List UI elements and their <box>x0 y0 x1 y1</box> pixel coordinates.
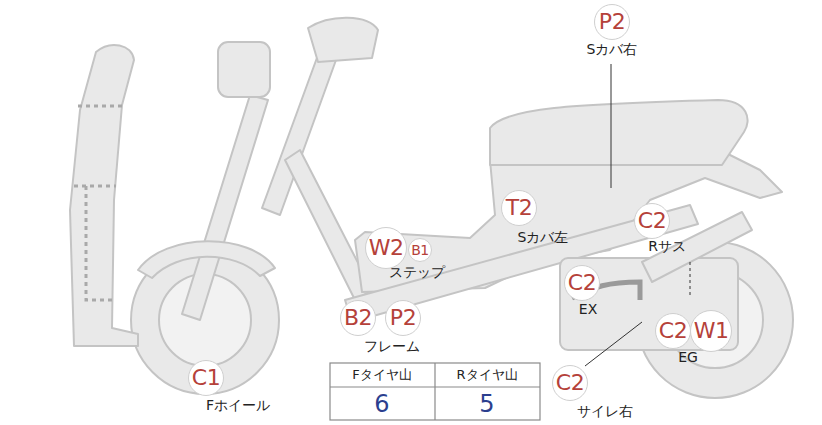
part-name: EX <box>579 302 597 317</box>
tire-table <box>330 363 540 420</box>
table-value: 6 <box>374 391 389 417</box>
part-name: ステップ <box>389 265 445 280</box>
callout-code: C2 <box>659 320 687 342</box>
front-fork <box>182 95 268 320</box>
down-tube <box>285 150 372 300</box>
part-name: フレーム <box>364 339 420 354</box>
callout-code: C1 <box>192 367 220 389</box>
table-grid <box>330 363 540 420</box>
table-value: 5 <box>479 391 494 417</box>
callout-code: W2 <box>369 237 404 259</box>
table-header: Fタイヤ山 <box>352 368 411 382</box>
callout-circle: T2 <box>501 190 537 226</box>
table-header: Rタイヤ山 <box>456 368 517 382</box>
front-fender <box>138 241 275 278</box>
callout-circle: B2 <box>340 300 376 336</box>
panel-seam <box>78 105 122 108</box>
part-name: Sカバ左 <box>518 230 569 245</box>
seat <box>490 100 748 165</box>
leader-line <box>585 322 642 366</box>
callout-circle: P2 <box>594 4 630 40</box>
callout-code: W1 <box>694 320 729 342</box>
leg-shield <box>70 45 138 346</box>
callout-code: B1 <box>411 243 429 257</box>
part-name: サイレ右 <box>577 404 633 419</box>
callout-circle: B1 <box>408 238 432 262</box>
part-name: Fホイール <box>206 398 270 413</box>
panel-seam <box>86 186 112 300</box>
steering-stem <box>262 55 336 215</box>
leader-line <box>611 64 612 188</box>
headlight <box>218 42 270 97</box>
callout-code: T2 <box>506 197 532 219</box>
callout-circle: P2 <box>385 300 421 336</box>
callout-code: B2 <box>344 307 372 329</box>
part-name: Sカバ右 <box>587 42 638 57</box>
callout-circle: C2 <box>634 203 670 239</box>
callout-circle: C2 <box>564 265 600 301</box>
callout-code: C2 <box>568 272 596 294</box>
callout-code: P2 <box>390 307 416 329</box>
part-name: Rサス <box>648 239 686 254</box>
panel-seam <box>74 185 116 188</box>
callout-code: C2 <box>556 372 584 394</box>
callout-circle: C1 <box>188 360 224 396</box>
callout-circle: C2 <box>552 365 588 401</box>
handlebar <box>308 18 378 62</box>
part-name: EG <box>678 350 698 365</box>
callout-code: P2 <box>599 11 625 33</box>
leader-line <box>690 262 691 296</box>
callout-circle: C2 <box>655 313 691 349</box>
callout-code: C2 <box>638 210 666 232</box>
